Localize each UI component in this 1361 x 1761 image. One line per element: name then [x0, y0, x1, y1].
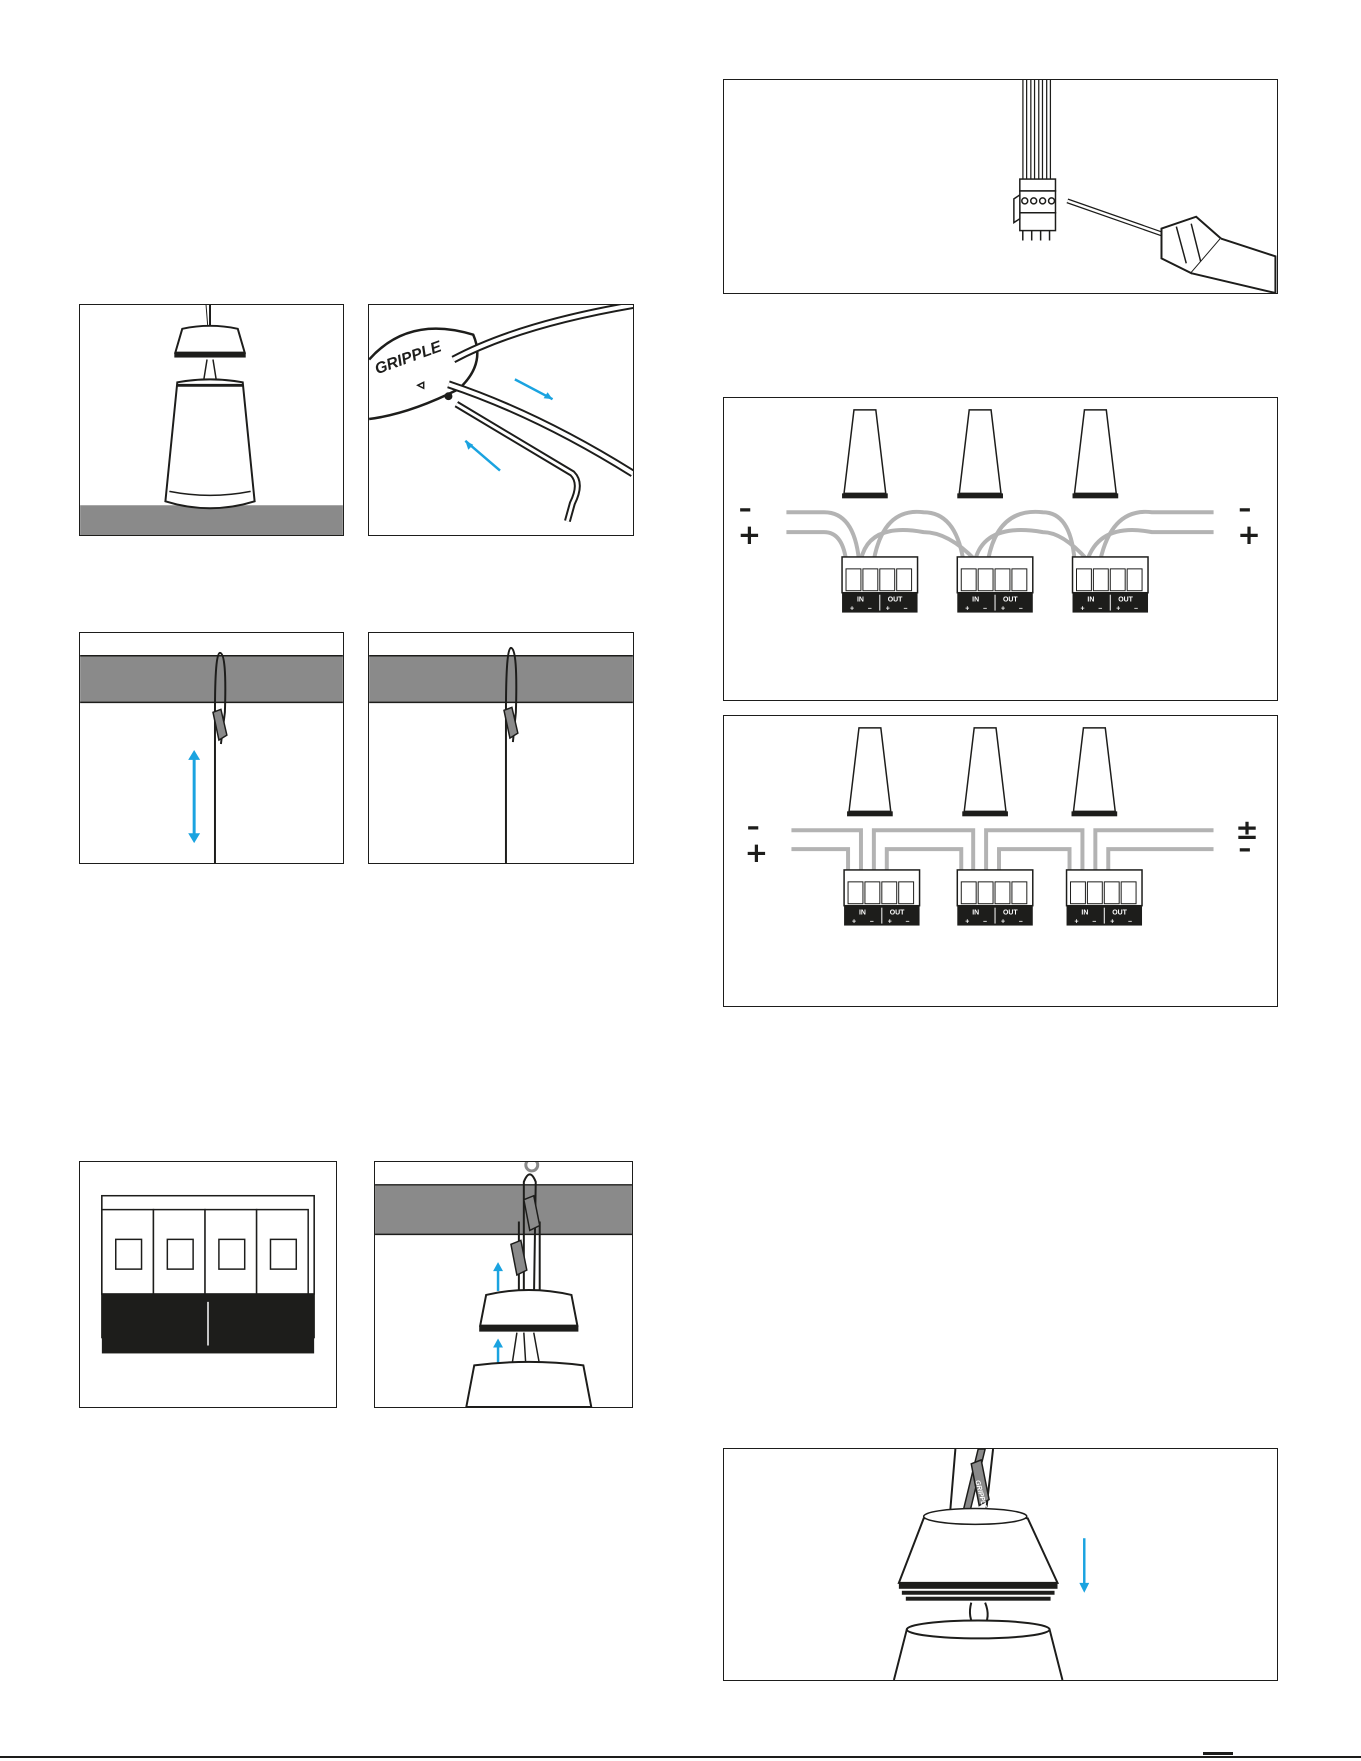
svg-text:+: +: [850, 606, 854, 613]
svg-text:+: +: [888, 919, 892, 926]
speaker-body: [466, 1362, 591, 1407]
speaker-assembly-illustration: [80, 305, 343, 535]
terminal-block-2: IN OUT + – + –: [957, 557, 1032, 613]
svg-text:+: +: [965, 919, 969, 926]
right-plus-sign: +: [1237, 518, 1260, 551]
terminal-block-3: IN OUT + – + –: [1073, 557, 1149, 613]
speaker-cap: [175, 326, 244, 353]
svg-text:+: +: [1074, 919, 1078, 926]
svg-text:–: –: [870, 919, 874, 926]
figure-terminal-block: [79, 1161, 337, 1408]
speaker-cap: [480, 1290, 577, 1326]
svg-text:–: –: [1092, 919, 1096, 926]
page-footer-rule: [0, 1756, 1361, 1758]
connector-screwdriver-illustration: [724, 80, 1277, 293]
left-plus-sign: +: [738, 518, 761, 551]
svg-text:+: +: [965, 606, 969, 613]
speaker-1: [844, 410, 886, 493]
connector-top: [1020, 179, 1056, 191]
figure-speaker-assembly: [79, 304, 344, 536]
svg-text:IN: IN: [1087, 597, 1094, 604]
speaker-3: [1075, 410, 1117, 493]
gripple-release-illustration: GRIPPLE: [369, 305, 633, 535]
ceiling-beam: [369, 656, 633, 703]
terminal-block-1: IN OUT + – + –: [844, 870, 919, 926]
svg-text:IN: IN: [1081, 910, 1088, 917]
cable-adjust-illustration: [80, 633, 343, 863]
svg-text:+: +: [886, 606, 890, 613]
page-footer-tab: [1203, 1752, 1233, 1755]
svg-text:–: –: [1128, 919, 1132, 926]
svg-text:–: –: [868, 606, 872, 613]
figure-wiring-parallel: – + – + IN OUT + – + – IN OUT + – + –: [723, 397, 1278, 701]
speaker-hanging-illustration: [375, 1162, 632, 1407]
svg-text:OUT: OUT: [1003, 910, 1018, 917]
cap-lowering-illustration: GRIPPLE: [724, 1449, 1277, 1680]
left-plus-sign: +: [745, 836, 768, 869]
svg-text:IN: IN: [857, 597, 864, 604]
svg-text:+: +: [1001, 919, 1005, 926]
svg-text:OUT: OUT: [1112, 910, 1127, 917]
figure-gripple-release: GRIPPLE: [368, 304, 634, 536]
svg-text:+: +: [852, 919, 856, 926]
svg-text:–: –: [1134, 606, 1138, 613]
svg-text:OUT: OUT: [888, 597, 903, 604]
svg-text:+: +: [1080, 606, 1084, 613]
figure-connector-screwdriver: [723, 79, 1278, 294]
wiring-parallel-diagram: – + – + IN OUT + – + – IN OUT + – + –: [724, 398, 1277, 700]
speaker-1: [849, 728, 891, 811]
svg-text:OUT: OUT: [1118, 597, 1133, 604]
terminal-block-1: IN OUT + – + –: [842, 557, 918, 613]
speaker-2: [959, 410, 1001, 493]
wiring-series-diagram: – + ± – IN OUT + – + – IN OUT + – + –: [724, 716, 1277, 1006]
speaker-2: [964, 728, 1006, 811]
figure-wiring-series: – + ± – IN OUT + – + – IN OUT + – + –: [723, 715, 1278, 1007]
svg-text:OUT: OUT: [890, 910, 905, 917]
svg-text:OUT: OUT: [1003, 597, 1018, 604]
svg-text:–: –: [1019, 919, 1023, 926]
svg-text:IN: IN: [972, 910, 979, 917]
svg-text:–: –: [1098, 606, 1102, 613]
figure-cable-adjust: [79, 632, 344, 864]
svg-text:+: +: [1110, 919, 1114, 926]
svg-text:+: +: [1116, 606, 1120, 613]
ceiling-beam: [375, 1185, 632, 1235]
speaker-body: [165, 379, 254, 508]
ceiling-beam: [80, 656, 343, 703]
right-minus-sign: –: [1238, 834, 1251, 864]
svg-text:–: –: [983, 606, 987, 613]
floor-surface: [80, 505, 343, 535]
speaker-3: [1073, 728, 1115, 811]
svg-text:–: –: [1019, 606, 1023, 613]
svg-text:IN: IN: [859, 910, 866, 917]
svg-text:–: –: [904, 606, 908, 613]
terminal-block-3: IN OUT + – + –: [1067, 870, 1142, 926]
figure-cable-locked: [368, 632, 634, 864]
terminal-block-2: IN OUT + – + –: [957, 870, 1032, 926]
figure-speaker-hanging: [374, 1161, 633, 1408]
svg-text:–: –: [906, 919, 910, 926]
svg-text:–: –: [983, 919, 987, 926]
terminal-block-illustration: [80, 1162, 336, 1407]
figure-cap-lowering: GRIPPLE: [723, 1448, 1278, 1681]
svg-text:+: +: [1001, 606, 1005, 613]
svg-text:IN: IN: [972, 597, 979, 604]
cable-locked-illustration: [369, 633, 633, 863]
